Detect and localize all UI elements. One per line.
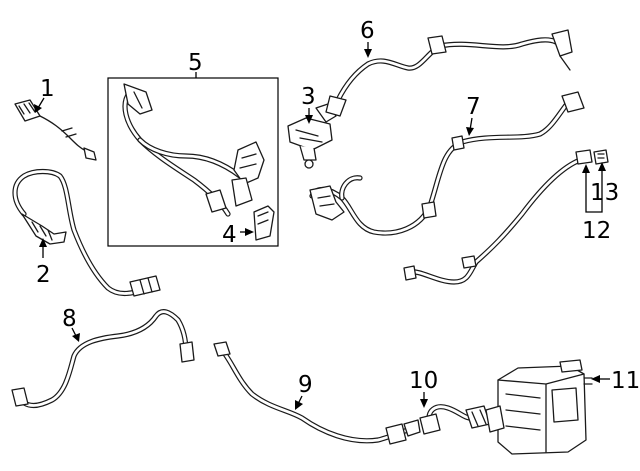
callout-1: 1 bbox=[40, 76, 55, 102]
callout-8: 8 bbox=[62, 306, 77, 332]
part-9-sensor-harness[interactable] bbox=[213, 341, 421, 445]
part-8-hose[interactable] bbox=[11, 309, 195, 409]
part-11-vapor-canister[interactable] bbox=[485, 359, 593, 455]
callout-7: 7 bbox=[466, 94, 481, 120]
callout-13: 13 bbox=[590, 180, 619, 206]
part-6-vapor-hose[interactable] bbox=[325, 29, 573, 117]
leader-10 bbox=[420, 392, 428, 408]
callout-12: 12 bbox=[582, 218, 611, 244]
leader-4 bbox=[240, 228, 254, 236]
leader-12-13 bbox=[582, 162, 606, 213]
part-7-vapor-hose-assembly[interactable] bbox=[309, 91, 585, 236]
part-5-group-box bbox=[107, 77, 279, 247]
callout-5: 5 bbox=[188, 50, 203, 76]
leader-7 bbox=[466, 117, 474, 136]
part-3-purge-valve[interactable] bbox=[287, 103, 337, 169]
part-4-connector-bracket[interactable] bbox=[253, 205, 275, 241]
callout-11: 11 bbox=[611, 368, 640, 394]
part-1-oxygen-sensor[interactable] bbox=[14, 99, 97, 161]
part-5-purge-hose-assembly[interactable] bbox=[122, 83, 265, 217]
part-2-oxygen-sensor[interactable] bbox=[12, 168, 161, 297]
leader-11 bbox=[591, 375, 610, 383]
leader-3 bbox=[305, 108, 313, 124]
leader-9 bbox=[295, 395, 303, 410]
callout-3: 3 bbox=[301, 84, 316, 110]
callout-9: 9 bbox=[298, 372, 313, 398]
part-13-clip[interactable] bbox=[593, 149, 609, 165]
leader-6 bbox=[364, 42, 372, 58]
callout-4: 4 bbox=[222, 222, 237, 248]
leader-1 bbox=[34, 97, 45, 113]
hose-with-fittings-12-13[interactable] bbox=[403, 149, 593, 285]
callout-6: 6 bbox=[360, 18, 375, 44]
callout-10: 10 bbox=[409, 368, 438, 394]
leader-8 bbox=[71, 327, 80, 342]
callout-2: 2 bbox=[36, 262, 51, 288]
leader-2 bbox=[39, 238, 47, 258]
part-10-connector-hose[interactable] bbox=[419, 404, 491, 435]
